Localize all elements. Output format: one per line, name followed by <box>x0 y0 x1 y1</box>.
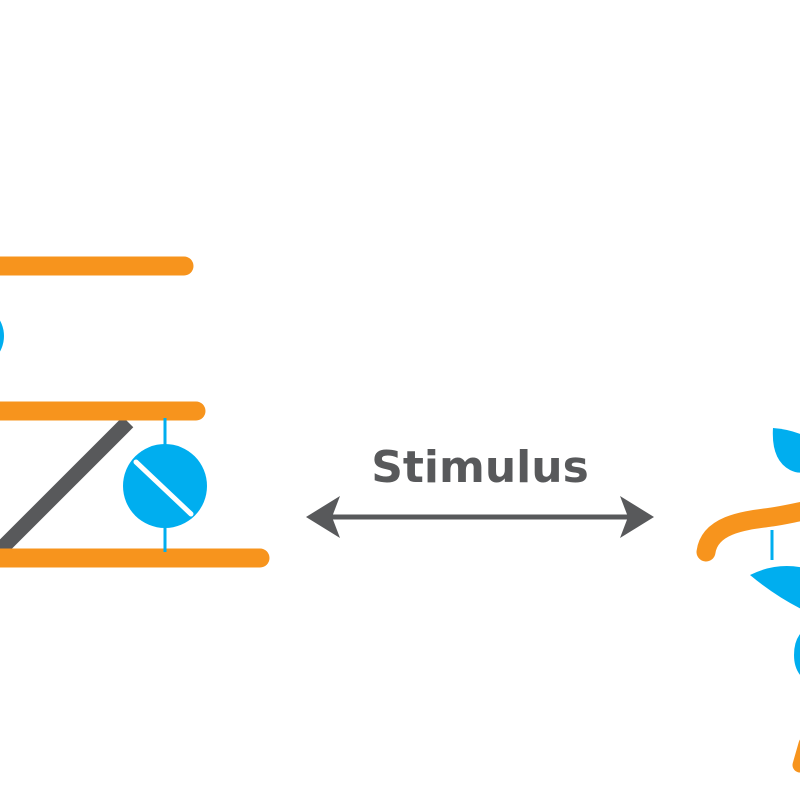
stimulus-arrow <box>306 496 654 538</box>
ordered-structure <box>0 256 270 568</box>
blue-segment-middle <box>750 566 800 609</box>
blue-disc-partial <box>0 320 4 352</box>
disc-split-line <box>133 459 194 517</box>
arrow-head-left <box>306 496 340 538</box>
stimulus-label: Stimulus <box>371 442 589 493</box>
gray-diagonal-strut <box>0 416 134 556</box>
arrow-head-right <box>620 496 654 538</box>
orange-coil-strand <box>696 502 800 562</box>
disordered-structure <box>696 428 800 773</box>
blue-leaf-top <box>772 428 800 473</box>
blue-disc-lower <box>794 634 800 675</box>
